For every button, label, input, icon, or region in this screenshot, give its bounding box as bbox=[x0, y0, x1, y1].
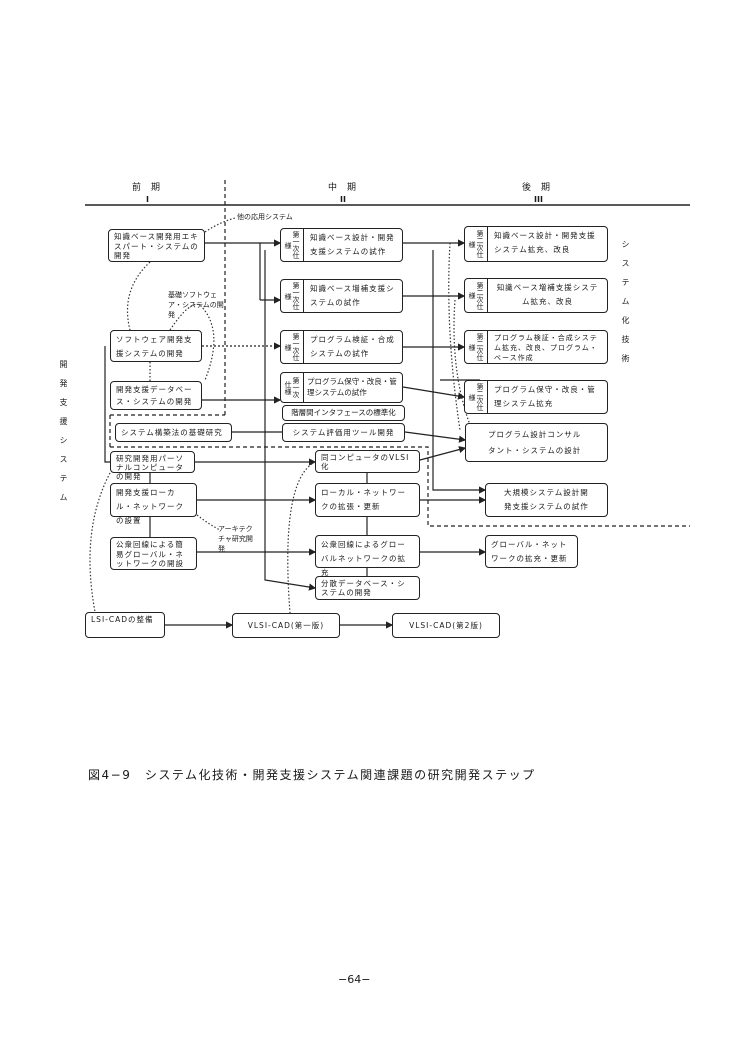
figure-caption: 図4−9 システム化技術・開発支援システム関連課題の研究開発ステップ bbox=[88, 768, 536, 782]
page-number: −64− bbox=[338, 973, 371, 986]
spec-tag-first: 第一次仕様 bbox=[281, 373, 304, 402]
box-vlsi: 同コンピュータのVLSI化 bbox=[315, 450, 420, 473]
spec-tag-first: 第一次仕様 bbox=[281, 280, 304, 312]
period-middle-numeral: II bbox=[340, 195, 346, 204]
box-construction-research: システム構築法の基礎研究 bbox=[115, 423, 232, 442]
kb-augment-trial-text: 知識ベース増補支援システムの試作 bbox=[310, 284, 395, 307]
box-consultant-system: プログラム設計コンサルタント・システムの設計 bbox=[465, 423, 608, 462]
kb-augment-expand-text: 知識ベース増補支援システム拡充、改良 bbox=[496, 283, 599, 306]
box-vlsi-cad-v1: VLSI-CAD(第一版) bbox=[232, 613, 340, 638]
period-early-numeral: I bbox=[146, 195, 149, 204]
kb-design-expand-text: 知識ベース設計・開発支援システム拡充、改良 bbox=[494, 231, 596, 254]
spec-tag-second: 第二次仕様 bbox=[465, 331, 488, 363]
spec-tag-second: 第二次仕様 bbox=[465, 227, 488, 261]
annotation-basic-software: 基礎ソフトウェア・システムの開発 bbox=[168, 291, 224, 319]
box-program-maintain-trial: 第一次仕様 プログラム保守・改良・管理システムの試作 bbox=[280, 372, 403, 403]
box-kb-augment-trial: 第一次仕様 知識ベース増補支援システムの試作 bbox=[280, 279, 403, 313]
box-local-network: 開発支援ローカル・ネットワークの設置 bbox=[110, 483, 197, 525]
spec-tag-second: 第二次仕様 bbox=[465, 279, 488, 312]
period-late-label: 後期 bbox=[522, 183, 561, 193]
kb-design-trial-text: 知識ベース設計・開発支援システムの試作 bbox=[310, 233, 395, 256]
box-lsi-cad: LSI-CADの整備 bbox=[85, 612, 165, 638]
spec-tag-first: 第一次仕様 bbox=[281, 229, 304, 261]
box-program-verify-expand: 第二次仕様 プログラム検証・合成システム拡充、改良、プログラム・ベース作成 bbox=[464, 330, 608, 364]
program-maintain-expand-text: プログラム保守・改良・管理システム拡充 bbox=[494, 385, 596, 408]
left-side-label: 開発支援システム bbox=[59, 360, 68, 512]
spec-tag-first: 第一次仕様 bbox=[281, 331, 304, 363]
box-program-maintain-expand: 第二次仕様 プログラム保守・改良・管理システム拡充 bbox=[464, 380, 608, 414]
program-verify-expand-text: プログラム検証・合成システム拡充、改良、プログラム・ベース作成 bbox=[494, 334, 598, 362]
box-expert-system: 知識ベース開発用エキスパート・システムの開発 bbox=[108, 229, 205, 262]
box-large-scale-system: 大規模システム設計開発支援システムの試作 bbox=[485, 483, 608, 517]
annotation-other-apps: 他の応用システム bbox=[237, 213, 293, 221]
box-program-verify-trial: 第一次仕様 プログラム検証・合成システムの試作 bbox=[280, 330, 403, 364]
box-global-network-expand: 公衆回線によるグローバルネットワークの拡充 bbox=[315, 535, 420, 577]
period-middle-label: 中期 bbox=[328, 183, 367, 193]
box-personal-computer: 研究開発用パーソナルコンピュータの開発 bbox=[110, 451, 195, 481]
period-early-label: 前期 bbox=[132, 183, 171, 193]
box-global-network: 公衆回線による簡易グローバル・ネットワークの開設 bbox=[110, 537, 197, 570]
period-late-numeral: III bbox=[534, 195, 543, 204]
box-local-network-expand: ローカル・ネットワークの拡張・更新 bbox=[315, 483, 420, 517]
box-kb-design-trial: 第一次仕様 知識ベース設計・開発支援システムの試作 bbox=[280, 228, 403, 262]
box-database: 開発支援データベース・システムの開発 bbox=[110, 381, 202, 410]
box-interface-standardization: 階層間インタフェースの標準化 bbox=[282, 405, 405, 421]
box-kb-design-expand: 第二次仕様 知識ベース設計・開発支援システム拡充、改良 bbox=[464, 226, 608, 262]
box-eval-tools: システム評価用ツール開発 bbox=[282, 423, 405, 442]
box-vlsi-cad-v2: VLSI-CAD(第2版) bbox=[392, 613, 500, 638]
spec-tag-second: 第二次仕様 bbox=[465, 381, 488, 413]
program-maintain-trial-text: プログラム保守・改良・管理システムの試作 bbox=[307, 377, 397, 397]
box-distributed-db: 分散データベース・システムの開発 bbox=[315, 576, 420, 600]
box-kb-augment-expand: 第二次仕様 知識ベース増補支援システム拡充、改良 bbox=[464, 278, 608, 313]
box-software-dev: ソフトウェア開発支援システムの開発 bbox=[110, 330, 202, 362]
box-global-network-update: グローバル・ネットワークの拡充・更新 bbox=[485, 535, 578, 568]
right-side-label: システム化技術 bbox=[621, 240, 630, 373]
program-verify-trial-text: プログラム検証・合成システムの試作 bbox=[310, 335, 395, 358]
annotation-architecture: アーキテクチャ研究開発 bbox=[218, 525, 253, 553]
